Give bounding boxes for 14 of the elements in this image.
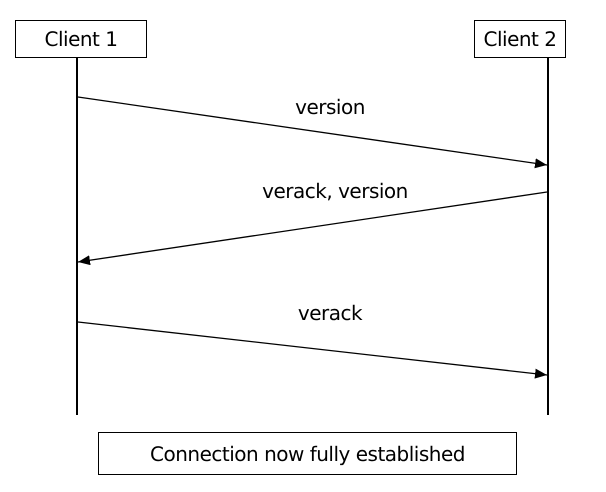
lifeline <box>547 58 549 415</box>
participant-label: Client 2 <box>484 26 556 53</box>
message-label: verack, version <box>262 178 408 205</box>
participant-label: Client 1 <box>44 26 118 53</box>
message-arrow <box>78 191 548 266</box>
lifeline <box>76 58 78 415</box>
message-arrow <box>78 321 548 379</box>
participant-box <box>98 432 517 475</box>
message-label: verack <box>298 300 362 327</box>
participant-label: Connection now fully established <box>150 440 465 468</box>
participant-box <box>474 20 566 58</box>
message-arrow <box>78 96 548 168</box>
message-label: version <box>295 94 365 121</box>
participant-box <box>15 20 147 58</box>
